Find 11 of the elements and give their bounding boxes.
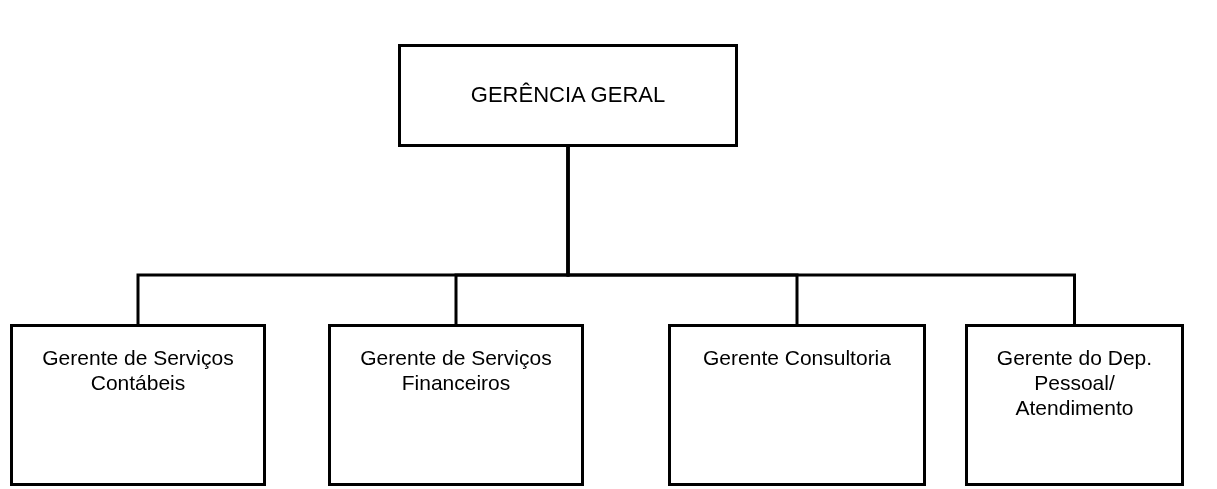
head-box (398, 44, 738, 147)
box-label: GERÊNCIA GERAL (470, 82, 666, 109)
manager-box (10, 324, 266, 486)
manager-box (965, 324, 1184, 486)
box-label: Gerente de Serviços Financeiros (359, 345, 553, 396)
manager-box (668, 324, 926, 486)
box-label: Gerente Consultoria (703, 345, 891, 371)
box-label: Gerente de Serviços Contábeis (41, 345, 235, 396)
box-label: Gerente do Dep. Pessoal/ Atendimento (995, 345, 1154, 421)
manager-box (328, 324, 584, 486)
connector-line (566, 147, 1076, 324)
